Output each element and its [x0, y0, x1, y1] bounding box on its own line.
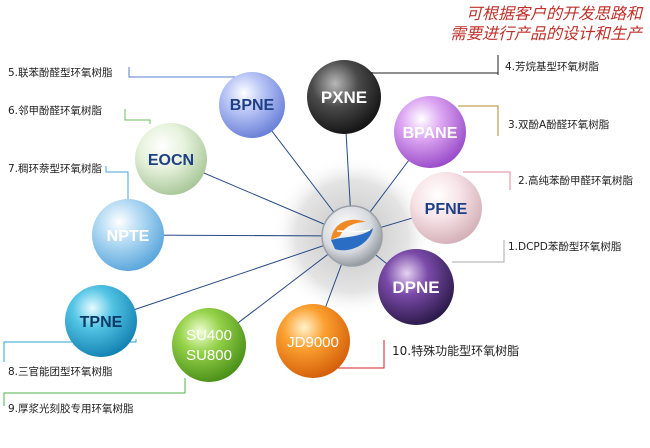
hub-sphere [321, 205, 383, 267]
company-logo [331, 219, 373, 251]
callout-line-1 [452, 240, 505, 263]
label-9: 9.厚浆光刻胶专用环氧树脂 [8, 403, 134, 415]
sphere-eocn: EOCN [135, 123, 207, 195]
callout-line-9 [3, 378, 186, 406]
sphere-su-line1: SU400 [186, 327, 232, 344]
callout-line-3 [458, 105, 499, 136]
sphere-dpne: DPNE [378, 249, 454, 325]
sphere-su-line2: SU800 [186, 347, 232, 364]
sphere-npte: NPTE [92, 199, 164, 271]
sphere-bpne-text: BPNE [230, 97, 275, 114]
sphere-bpane: BPANE [394, 96, 466, 168]
sphere-bpane-text: BPANE [403, 125, 458, 142]
slogan: 可根据客户的开发思路和 需要进行产品的设计和生产 [450, 4, 642, 44]
slogan-line-1: 可根据客户的开发思路和 [465, 4, 642, 23]
sphere-su: SU400 SU800 [172, 308, 246, 382]
sphere-pfne-text: PFNE [425, 201, 468, 218]
sphere-pfne: PFNE [410, 172, 482, 244]
callout-line-10 [320, 340, 385, 369]
label-10: 10.特殊功能型环氧树脂 [392, 344, 520, 358]
spoke-tpne [100, 235, 353, 322]
sphere-pxne: PXNE [307, 60, 381, 134]
label-8: 8.三官能团型环氧树脂 [8, 366, 113, 378]
label-2: 2.高纯苯酚甲醛环氧树脂 [518, 175, 634, 187]
callout-line-5 [128, 67, 239, 79]
sphere-tpne: TPNE [65, 285, 137, 357]
callout-line-8 [3, 339, 137, 362]
sphere-npte-text: NPTE [107, 228, 150, 245]
label-3: 3.双酚A酚醛环氧树脂 [508, 119, 610, 131]
slogan-line-2: 需要进行产品的设计和生产 [449, 24, 642, 43]
sphere-jd-text: JD9000 [287, 334, 339, 351]
sphere-tpne-text: TPNE [80, 314, 123, 331]
callout-line-4 [371, 55, 499, 75]
sphere-bpne: BPNE [219, 72, 285, 138]
label-7: 7.稠环萘型环氧树脂 [8, 163, 103, 175]
sphere-pxne-text: PXNE [321, 88, 367, 107]
callout-line-6 [124, 109, 151, 124]
label-6: 6.邻甲酚醛环氧树脂 [8, 105, 103, 117]
label-4: 4.芳烷基型环氧树脂 [505, 61, 600, 73]
callout-line-2 [463, 171, 511, 190]
center-hub [321, 205, 383, 267]
sphere-dpne-text: DPNE [392, 278, 439, 297]
sphere-jd: JD9000 [276, 304, 350, 378]
label-1: 1.DCPD苯酚型环氧树脂 [508, 241, 622, 253]
callout-line-7 [105, 166, 129, 200]
sphere-eocn-text: EOCN [148, 152, 194, 169]
spoke-npte [127, 234, 353, 237]
label-5: 5.联苯酚醛型环氧树脂 [8, 67, 113, 79]
